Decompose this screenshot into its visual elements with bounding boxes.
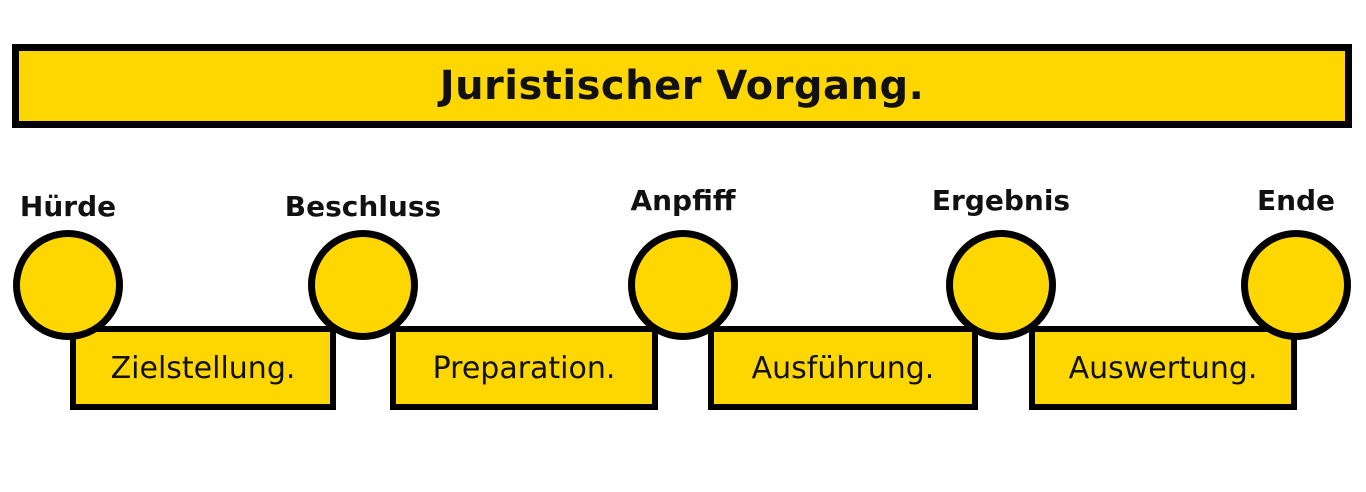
milestone-circle-ergebnis [946,230,1056,340]
phase-box-ausfuehrung: Ausführung. [708,326,978,410]
milestone-label-huerde: Hürde [19,190,117,223]
phase-box-preparation: Preparation. [390,326,658,410]
phase-label: Zielstellung. [110,350,296,386]
phase-label: Preparation. [432,350,616,386]
phase-label: Auswertung. [1068,350,1258,386]
milestone-label-beschluss: Beschluss [284,190,442,223]
milestone-circle-anpfiff [628,230,738,340]
phase-box-zielstellung: Zielstellung. [70,326,336,410]
diagram-title: Juristischer Vorgang. [439,63,925,109]
milestone-circle-huerde [13,230,123,340]
milestone-label-anpfiff: Anpfiff [630,184,736,217]
phase-label: Ausführung. [751,350,935,386]
milestone-circle-ende [1241,230,1351,340]
milestone-circle-beschluss [308,230,418,340]
phase-box-auswertung: Auswertung. [1029,326,1297,410]
milestone-label-ergebnis: Ergebnis [931,184,1071,217]
title-banner: Juristischer Vorgang. [12,44,1352,128]
milestone-label-ende: Ende [1256,184,1336,217]
